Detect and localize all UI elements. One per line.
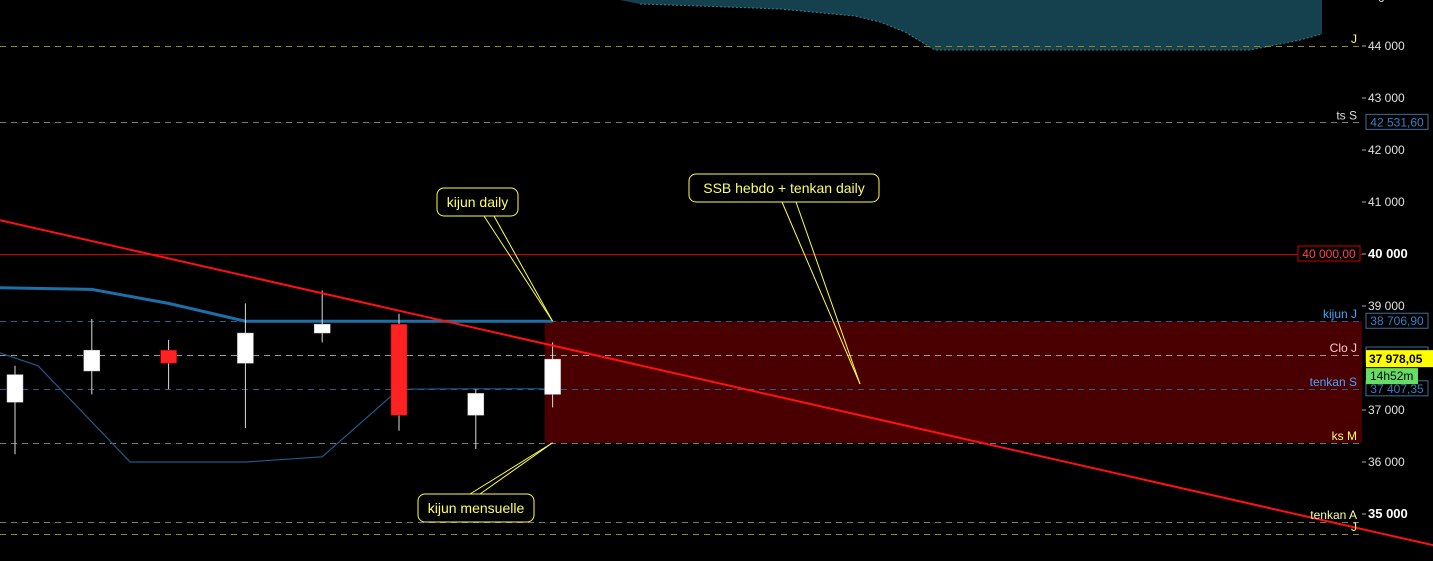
level-label-0: J	[1351, 32, 1357, 46]
zone-rect	[544, 321, 1362, 443]
callout-pointer-a-1	[781, 201, 861, 385]
level-label-8: J	[1351, 520, 1357, 534]
candle-7	[544, 342, 561, 408]
candle-body-6	[467, 393, 485, 416]
callout-pointer-a-0	[483, 215, 554, 322]
candle-body-3	[237, 332, 254, 364]
y-tick-label-0: 44 000	[1368, 39, 1405, 53]
y-tick-label-3: 41 000	[1368, 195, 1405, 209]
y-tick-label-8: 35 000	[1368, 506, 1408, 521]
price-levels	[0, 46, 1362, 535]
callout-2: kijun mensuelle	[417, 442, 553, 523]
level-label-5: tenkan S	[1310, 375, 1357, 389]
candle-body-4	[313, 323, 331, 334]
level-label-7: tenkan A	[1310, 508, 1357, 522]
callout-text-1: SSB hebdo + tenkan daily	[703, 180, 865, 196]
candle-body-7	[544, 358, 561, 395]
y-tick-label-5: 39 000	[1368, 299, 1405, 313]
current-price-text: 37 978,05	[1369, 352, 1423, 366]
kijun-zone	[544, 321, 1362, 443]
level-value-text-3: 38 706,90	[1370, 314, 1424, 328]
level-value-text-2: 40 000,00	[1302, 247, 1356, 261]
y-tick-label-1: 43 000	[1368, 91, 1405, 105]
callout-pointer-b-0	[493, 215, 554, 322]
candle-6	[467, 389, 485, 449]
candles	[6, 290, 561, 455]
tenkan-line	[0, 352, 553, 463]
candle-3	[237, 303, 254, 429]
y-tick-label-partial: 0	[1378, 0, 1385, 5]
callout-box-0	[436, 187, 519, 217]
candle-5	[390, 313, 408, 431]
annotations: kijun daily SSB hebdo + tenkan daily kijun…	[417, 173, 880, 523]
callout-box-2	[417, 493, 535, 523]
candle-body-0	[6, 374, 24, 403]
indicator-lines	[0, 286, 553, 463]
y-tick-label-7: 36 000	[1368, 455, 1405, 469]
callout-pointer-b-2	[479, 442, 553, 495]
kijun-daily-line	[0, 286, 553, 323]
level-value-box-1	[1365, 113, 1429, 130]
candle-1	[83, 319, 101, 395]
callout-1: SSB hebdo + tenkan daily	[688, 173, 880, 385]
candle-body-1	[83, 349, 101, 372]
level-label-1: ts S	[1336, 108, 1357, 122]
callout-0: kijun daily	[436, 187, 554, 322]
countdown-text: 14h52m	[1370, 369, 1413, 383]
callout-text-0: kijun daily	[447, 194, 508, 210]
callout-box-1	[688, 173, 880, 203]
candle-body-2	[160, 349, 177, 364]
level-labels: Jts S 42 531,60 40 000,00 kijun J 38 706,90C…	[1297, 32, 1433, 534]
y-axis: 0 44 000 43 000 42 000 41 000 40 000 39 000 37 …	[1362, 0, 1408, 521]
red-trendline	[0, 219, 1433, 547]
level-value-box-2	[1297, 245, 1361, 262]
cloud-area	[620, 0, 1322, 50]
candle-2	[160, 339, 177, 390]
candle-body-5	[390, 323, 408, 416]
callout-pointer-a-2	[469, 442, 553, 495]
callout-text-2: kijun mensuelle	[428, 500, 525, 516]
current-price-box	[1366, 350, 1433, 368]
level-value-text-1: 42 531,60	[1370, 115, 1424, 129]
level-label-6: ks M	[1332, 429, 1357, 443]
callout-pointer-b-1	[795, 201, 861, 385]
level-value-box-3	[1365, 312, 1429, 329]
y-tick-label-6: 37 000	[1368, 403, 1405, 417]
level-label-3: kijun J	[1323, 307, 1357, 321]
level-value-text-5: 37 407,35	[1370, 382, 1424, 396]
y-tick-label-2: 42 000	[1368, 143, 1405, 157]
y-tick-label-4: 40 000	[1368, 246, 1408, 261]
candle-4	[313, 290, 331, 343]
level-label-4: Clo J	[1330, 341, 1357, 355]
trendline	[0, 219, 1433, 547]
ichimoku-cloud	[620, 0, 1323, 51]
candle-0	[6, 365, 24, 455]
cloud-edge	[639, 3, 1323, 51]
countdown-box	[1366, 368, 1418, 385]
